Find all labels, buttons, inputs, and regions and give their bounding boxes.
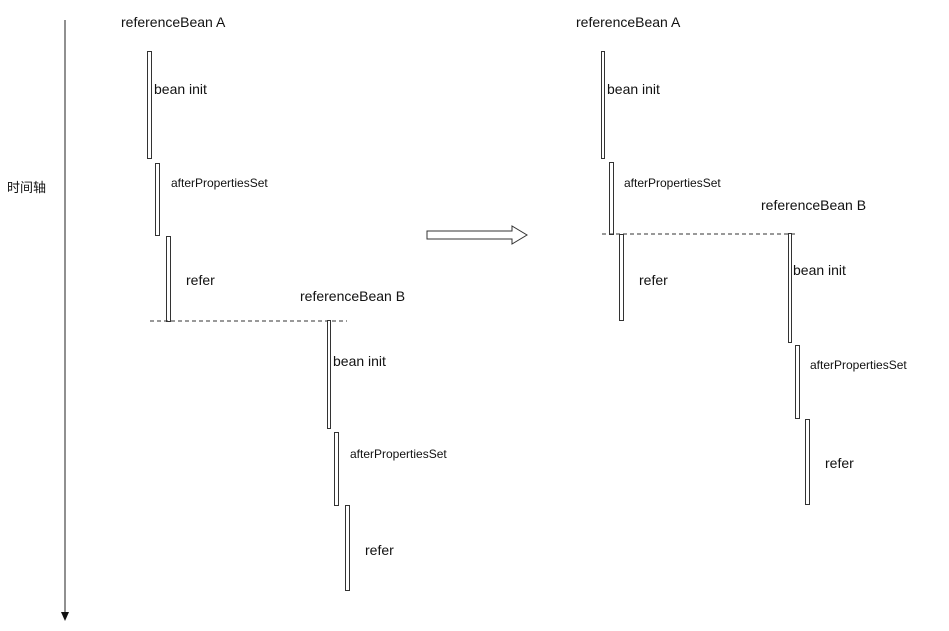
left-a-refer-label: refer [186,272,215,288]
left-a-bean-init-bar [147,51,152,159]
time-axis-label: 时间轴 [7,180,47,195]
right-a-after-properties-label: afterPropertiesSet [624,176,721,190]
right-bean-a-title: referenceBean A [576,14,681,30]
left-a-after-properties-bar [155,163,160,236]
right-b-refer-bar [805,419,810,505]
left-bean-b-title: referenceBean B [300,288,406,304]
right-bean-b-title: referenceBean B [761,197,867,213]
right-b-refer-label: refer [825,455,854,471]
right-a-bean-init-label: bean init [607,81,660,97]
left-a-bean-init-label: bean init [154,81,207,97]
right-a-refer-label: refer [639,272,668,288]
right-b-bean-init-label: bean init [793,262,846,278]
right-a-bean-init-bar [601,51,605,159]
left-b-bean-init-bar [327,320,331,429]
left-b-after-properties-label: afterPropertiesSet [350,447,447,461]
transition-arrow-icon [426,225,528,245]
left-b-bean-init-label: bean init [333,353,386,369]
left-b-refer-bar [345,505,350,591]
right-b-after-properties-label: afterPropertiesSet [810,358,907,372]
right-b-after-properties-bar [795,345,800,419]
right-a-after-properties-bar [609,162,614,235]
left-bean-a-title: referenceBean A [121,14,226,30]
left-a-after-properties-label: afterPropertiesSet [171,176,268,190]
right-a-refer-bar [619,234,624,321]
left-a-refer-bar [166,236,171,322]
left-b-after-properties-bar [334,432,339,506]
left-b-refer-label: refer [365,542,394,558]
right-b-bean-init-bar [788,233,792,343]
time-axis-arrowhead-icon [61,612,69,621]
